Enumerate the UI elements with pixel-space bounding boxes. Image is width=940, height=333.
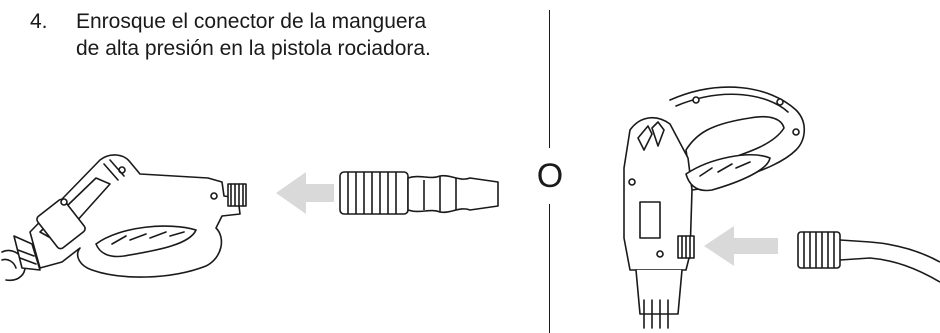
left-arrow-icon xyxy=(276,172,334,214)
spray-gun-front-illustration xyxy=(623,86,940,329)
left-arrow-icon xyxy=(704,226,778,266)
step-text: Enrosque el conector de la manguera de a… xyxy=(76,8,510,62)
spray-gun-side-illustration xyxy=(1,154,499,282)
instruction-step: 4. Enrosque el conector de la manguera d… xyxy=(30,8,510,62)
step-text-line-2: de alta presión en la pistola rociadora. xyxy=(76,37,431,60)
or-separator: O xyxy=(536,157,564,195)
step-number: 4. xyxy=(30,10,48,33)
divider-top xyxy=(549,10,550,148)
divider-bottom xyxy=(549,204,550,333)
step-text-line-1: Enrosque el conector de la manguera xyxy=(76,10,427,33)
